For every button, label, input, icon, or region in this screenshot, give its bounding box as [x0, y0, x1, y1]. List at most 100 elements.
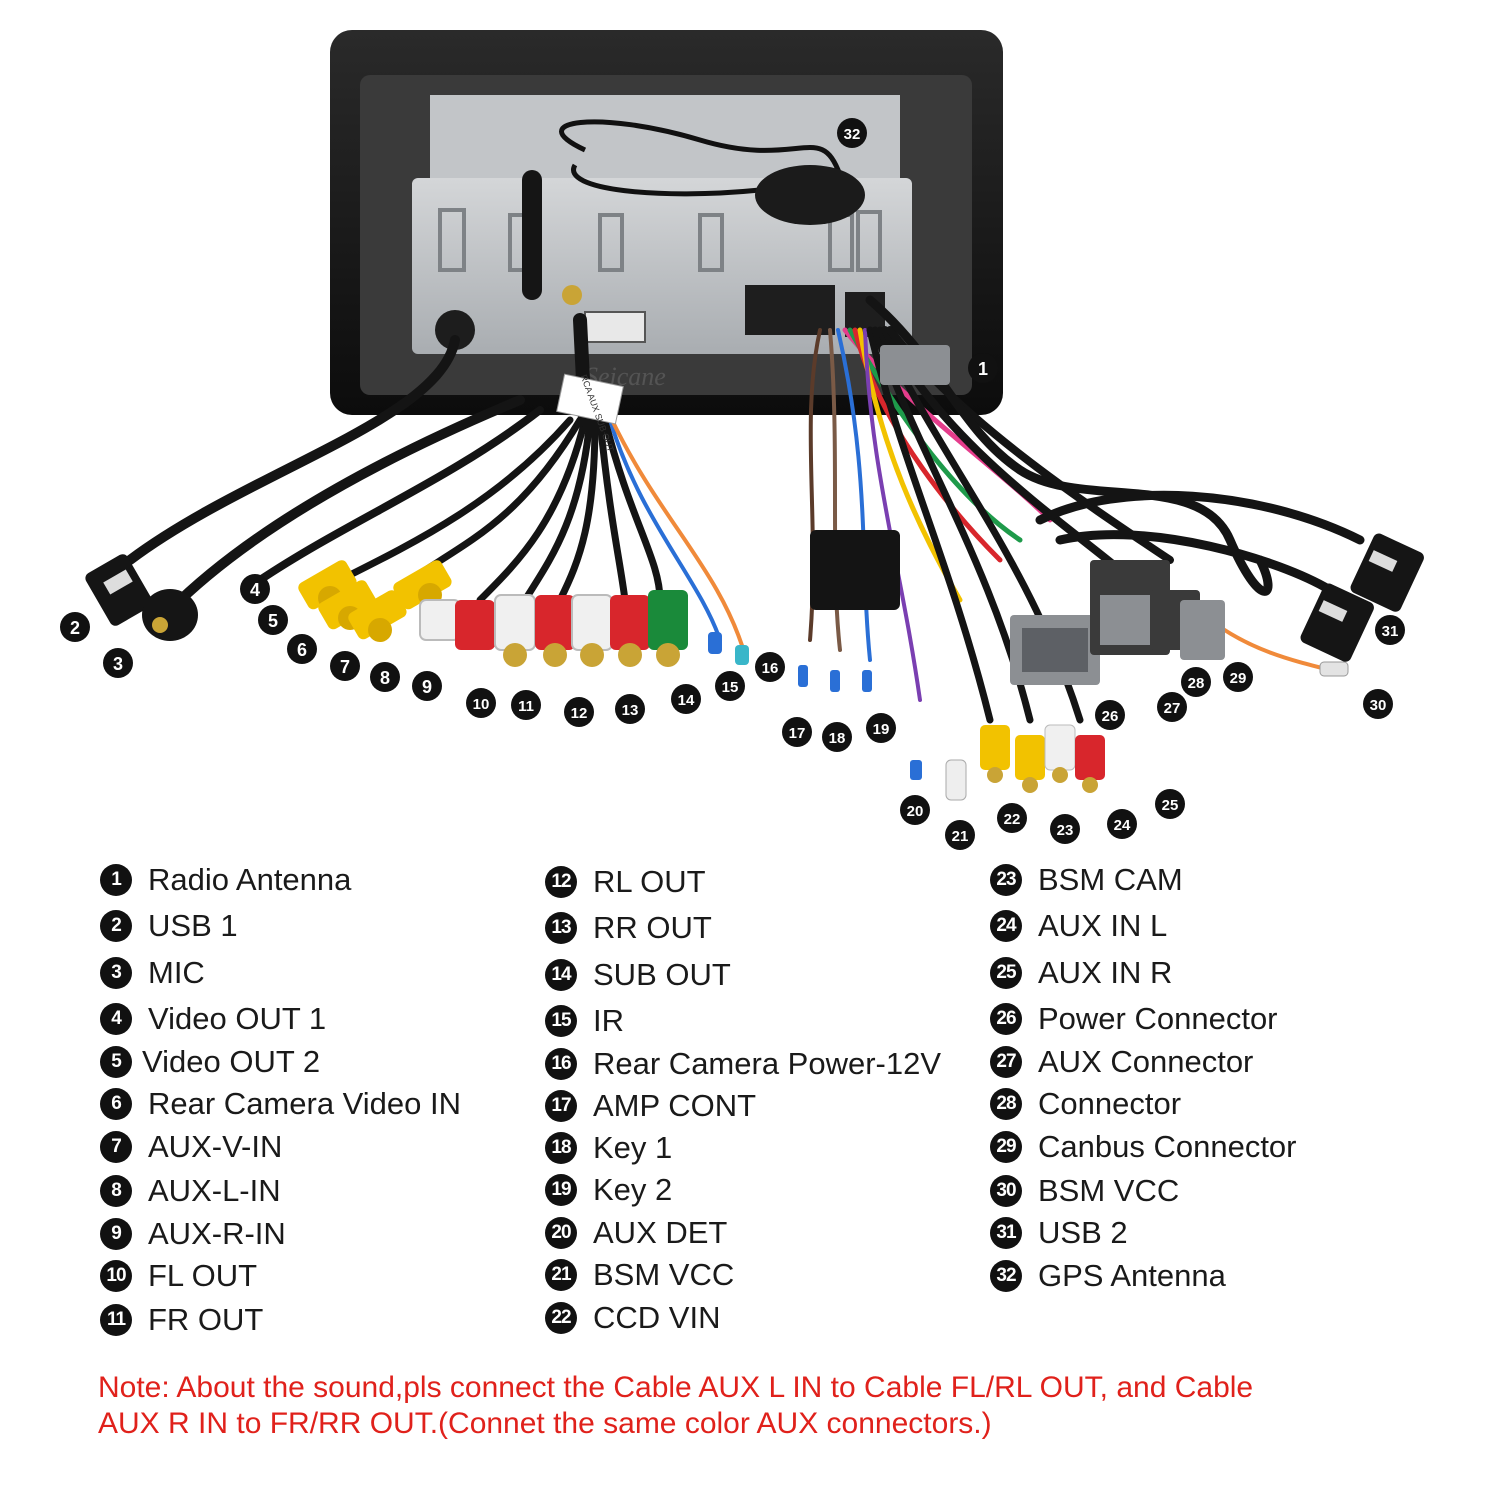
antenna-socket — [435, 310, 475, 350]
callout-18-label: 18 — [829, 730, 846, 747]
legend-number: 5 — [100, 1046, 132, 1078]
ir-wire-end — [708, 632, 722, 654]
callout-15: 15 — [715, 671, 745, 701]
bsm-vcc-plug — [945, 759, 967, 801]
legend-number: 18 — [545, 1132, 577, 1164]
legend-label: AUX Connector — [1038, 1044, 1254, 1079]
callout-30: 30 — [1363, 689, 1393, 719]
product-photo: Seicane — [60, 30, 1424, 850]
legend-number: 20 — [545, 1217, 577, 1249]
legend-label: IR — [593, 1003, 624, 1038]
callout-10: 10 — [466, 688, 496, 718]
callout-31: 31 — [1375, 615, 1405, 645]
aux-det-wire-end — [910, 760, 922, 780]
rca-aux-r-in — [455, 600, 495, 650]
connector-26 — [1010, 615, 1100, 685]
legend-label: AUX IN R — [1038, 955, 1173, 990]
legend-number: 1 — [100, 864, 132, 896]
callout-32-label: 32 — [844, 126, 861, 143]
callout-24: 24 — [1107, 809, 1137, 839]
note-line-2: AUX R IN to FR/RR OUT.(Connet the same c… — [98, 1407, 992, 1440]
legend-label: BSM CAM — [1038, 862, 1183, 897]
legend-number: 22 — [545, 1302, 577, 1334]
callout-6: 6 — [287, 634, 317, 664]
main-harness-socket — [745, 285, 835, 335]
legend-number: 16 — [545, 1048, 577, 1080]
callout-25-label: 25 — [1162, 797, 1179, 814]
legend-number: 19 — [545, 1174, 577, 1206]
connector-29 — [1180, 600, 1225, 660]
rear-cam-power-wire-end — [735, 645, 749, 665]
note-line-1: Note: About the sound,pls connect the Ca… — [98, 1371, 1254, 1404]
legend-number: 7 — [100, 1131, 132, 1163]
callout-6-label: 6 — [297, 640, 307, 660]
callout-27: 27 — [1157, 692, 1187, 722]
legend-label: FR OUT — [148, 1302, 264, 1337]
legend-number: 23 — [990, 864, 1022, 896]
callout-24-label: 24 — [1114, 817, 1131, 834]
legend-label: AUX IN L — [1038, 908, 1168, 943]
callout-1-label: 1 — [978, 359, 988, 379]
callout-21: 21 — [945, 820, 975, 850]
legend-label: Video OUT 1 — [148, 1001, 327, 1036]
callout-12: 12 — [564, 697, 594, 727]
legend-item: 23 BSM CAM — [990, 860, 1183, 900]
legend-label: Radio Antenna — [148, 862, 352, 897]
legend-number: 11 — [100, 1304, 132, 1336]
gps-antenna — [559, 119, 865, 225]
rca-rr-out — [610, 595, 650, 667]
callout-8: 8 — [370, 662, 400, 692]
callout-19: 19 — [866, 713, 896, 743]
key2-wire-end — [862, 670, 872, 692]
legend-number: 25 — [990, 957, 1022, 989]
legend-number: 9 — [100, 1218, 132, 1250]
legend-number: 2 — [100, 910, 132, 942]
callout-25: 25 — [1155, 789, 1185, 819]
legend-number: 12 — [545, 866, 577, 898]
callout-28: 28 — [1181, 667, 1211, 697]
callout-5: 5 — [258, 605, 288, 635]
legend-number: 24 — [990, 910, 1022, 942]
callout-23: 23 — [1050, 814, 1080, 844]
legend-item: 22 CCD VIN — [545, 1298, 720, 1338]
callout-3-label: 3 — [113, 654, 123, 674]
legend-number: 28 — [990, 1088, 1022, 1120]
sound-note: Note: About the sound,pls connect the Ca… — [98, 1370, 1418, 1442]
rca-bsm-cam — [1015, 735, 1045, 793]
callout-29: 29 — [1223, 662, 1253, 692]
rca-aux-in-r — [1075, 735, 1105, 793]
legend-label: Key 2 — [593, 1172, 673, 1207]
legend-item: 1 Radio Antenna — [100, 860, 351, 900]
bsm-vcc-terminal — [1319, 661, 1349, 677]
legend-label: AUX-L-IN — [148, 1173, 281, 1208]
callout-19-label: 19 — [873, 721, 890, 738]
legend-item: 25 AUX IN R — [990, 953, 1172, 993]
callout-18: 18 — [822, 722, 852, 752]
callout-4-label: 4 — [250, 580, 260, 600]
callout-27-label: 27 — [1164, 700, 1181, 717]
legend-number: 27 — [990, 1046, 1022, 1078]
callout-23-label: 23 — [1057, 822, 1074, 839]
legend-number: 29 — [990, 1131, 1022, 1163]
legend-label: CCD VIN — [593, 1300, 721, 1335]
callout-14: 14 — [671, 684, 701, 714]
callout-9-label: 9 — [422, 677, 432, 697]
callout-3: 3 — [103, 648, 133, 678]
callout-4: 4 — [240, 574, 270, 604]
